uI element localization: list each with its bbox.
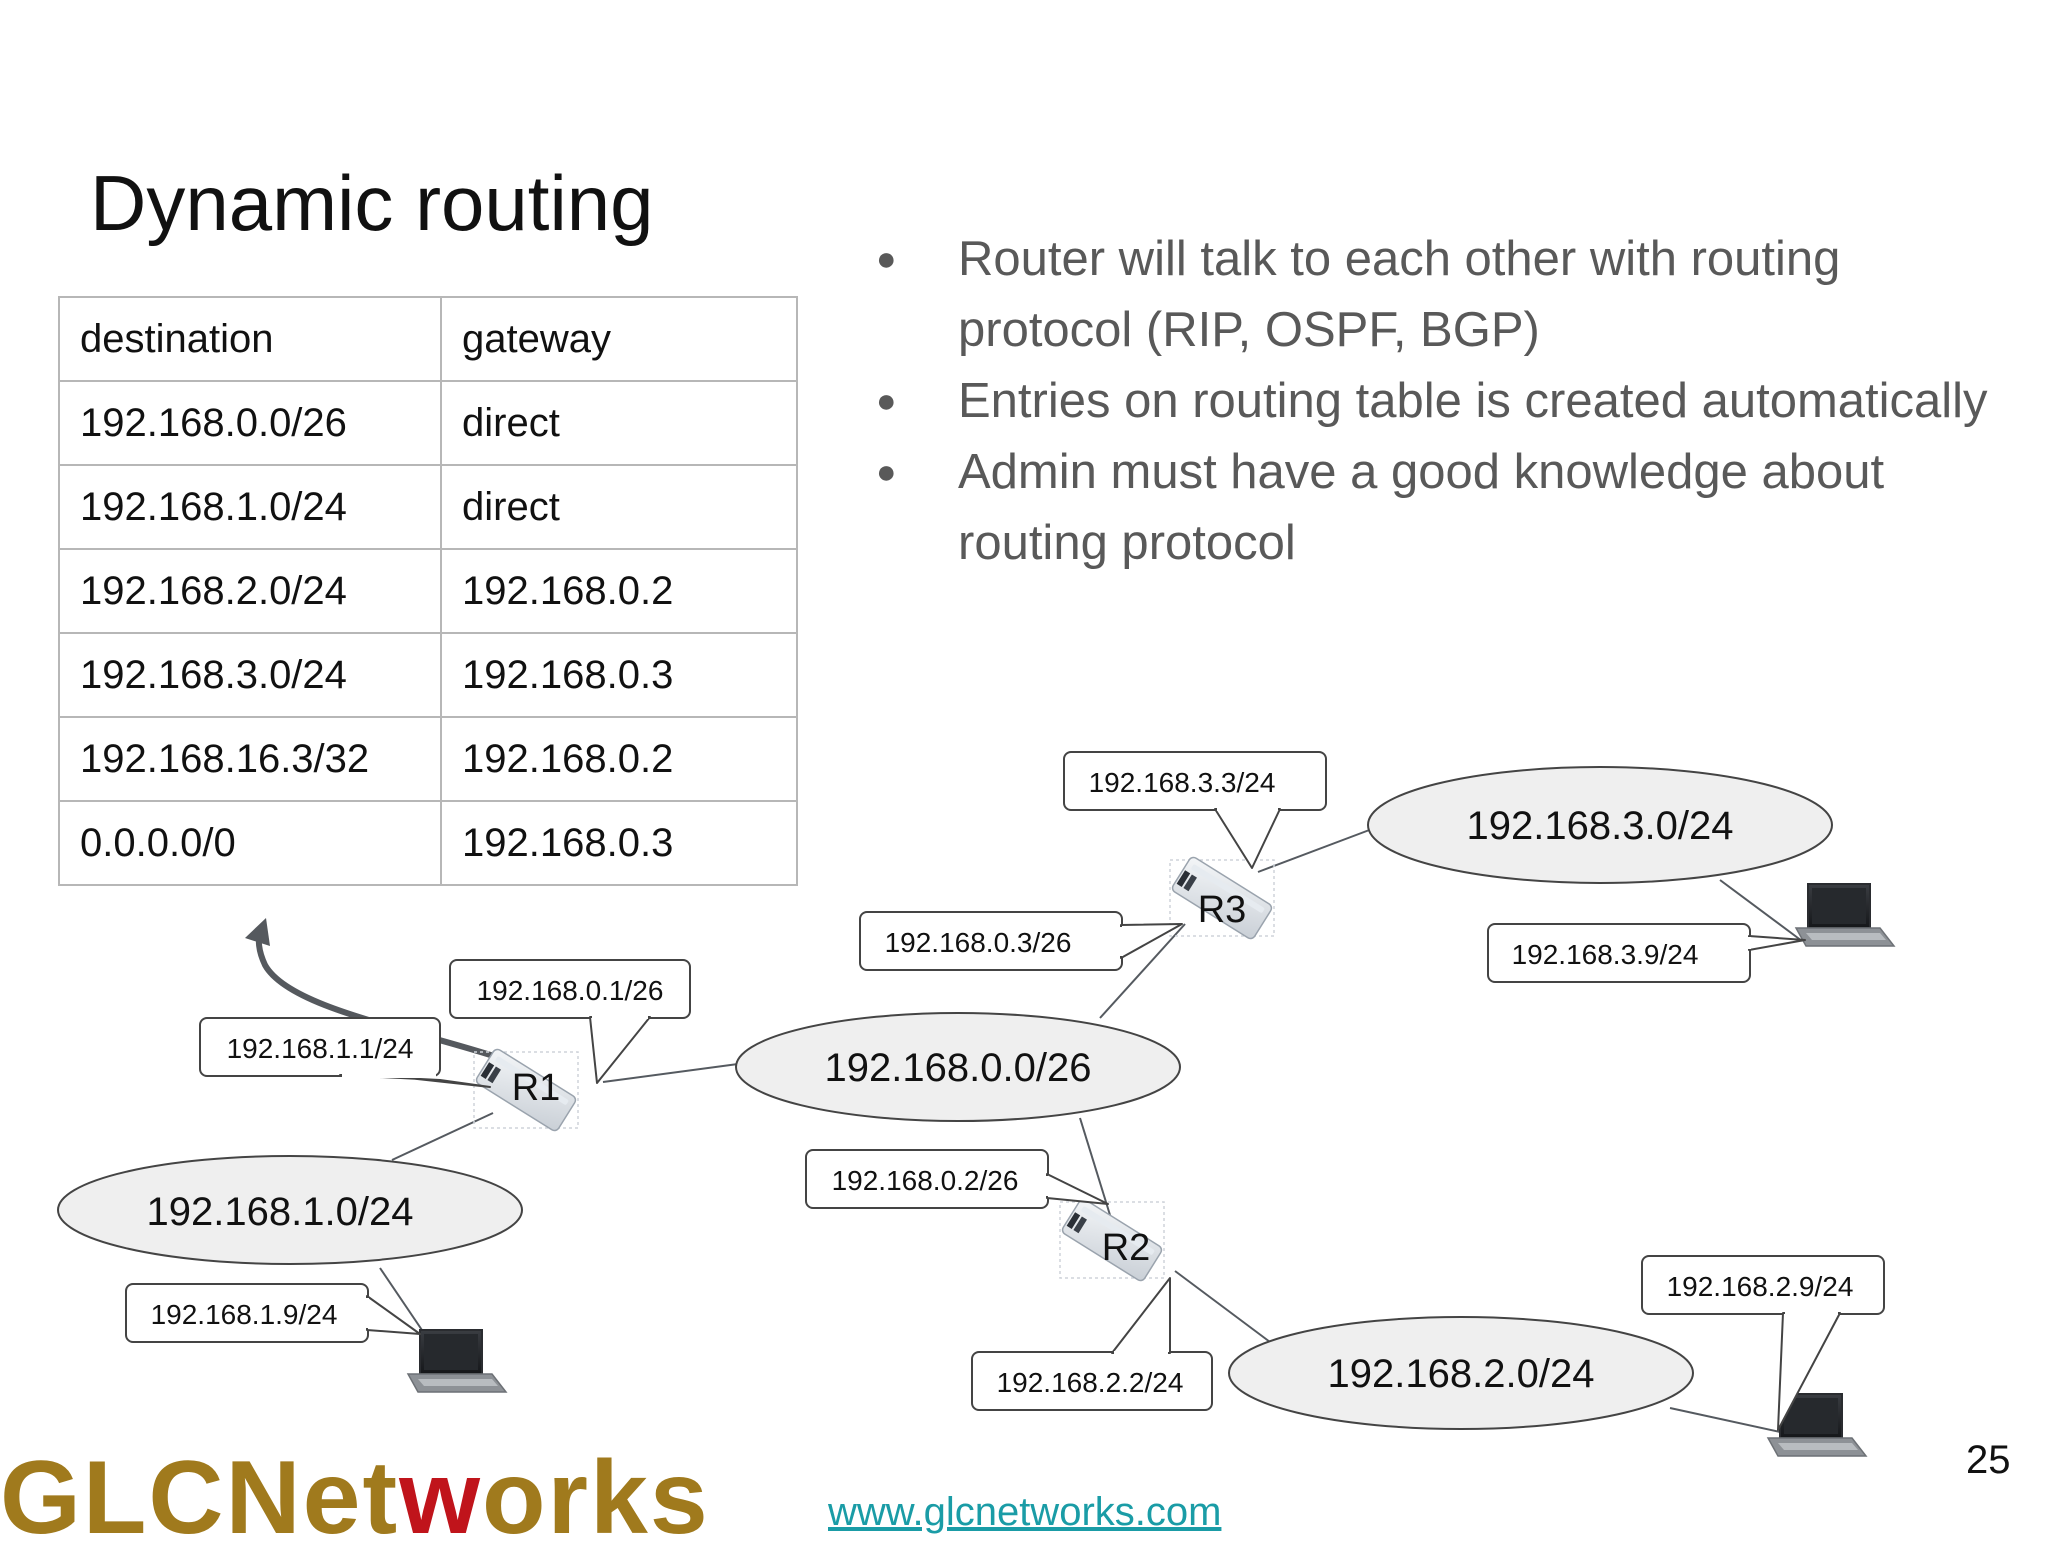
callout-text: 192.168.2.2/24 [997,1367,1184,1398]
network-label: 192.168.2.0/24 [1328,1352,1595,1396]
link-n3-pc3 [1719,879,1803,942]
callout-r2-lan0: 192.168.0.2/26 [805,1149,1109,1209]
bullet-dot-icon: ● [876,240,897,278]
callout-r3-lan0: 192.168.0.3/26 [859,911,1183,971]
callout-text: 192.168.1.1/24 [227,1033,414,1064]
callout-r2-lan2: 192.168.2.2/24 [971,1277,1213,1411]
network-ellipse [735,1012,1181,1122]
bullet-dot-icon: ● [876,453,897,491]
logo-text-w: w [399,1440,483,1556]
callout-text: 192.168.0.3/26 [885,927,1072,958]
cell-destination: 192.168.3.0/24 [58,632,442,718]
laptop-pc3-icon [1795,883,1895,947]
logo-text-end: orks [482,1440,710,1556]
router-r1: R1 [473,1046,579,1134]
table-header-row: destination gateway [58,296,798,382]
header-destination: destination [58,296,442,382]
cell-gateway: 192.168.0.2 [440,716,798,802]
link-n0-r3 [1099,923,1186,1019]
cell-gateway: 192.168.0.2 [440,548,798,634]
logo-text: GLCNet [0,1440,400,1556]
bullet-item: ● Router will talk to each other with ro… [876,224,2006,366]
link-r2-n2 [1174,1270,1271,1343]
callout-pc2: 192.168.2.9/24 [1641,1255,1885,1431]
network-n1: 192.168.1.0/24 [57,1155,523,1265]
network-ellipse [1367,766,1833,884]
router-label: R2 [1102,1227,1151,1269]
network-ellipse [1228,1316,1694,1430]
bullet-list: ● Router will talk to each other with ro… [876,224,2006,579]
network-n0: 192.168.0.0/26 [735,1012,1181,1122]
callout-text: 192.168.0.1/26 [477,975,664,1006]
routing-table: destination gateway 192.168.0.0/26 direc… [58,296,798,886]
glcnetworks-logo: GLCNetworks [0,1446,710,1550]
cell-gateway: 192.168.0.3 [440,800,798,886]
website-link[interactable]: www.glcnetworks.com [828,1490,1222,1534]
table-row: 0.0.0.0/0 192.168.0.3 [58,800,798,886]
table-row: 192.168.2.0/24 192.168.0.2 [58,548,798,634]
cell-destination: 192.168.16.3/32 [58,716,442,802]
network-label: 192.168.3.0/24 [1467,804,1734,848]
bullet-dot-icon: ● [876,382,897,420]
bullet-item: ● Entries on routing table is created au… [876,366,2006,437]
callout-r3-lan3: 192.168.3.3/24 [1063,751,1327,869]
callout-text: 192.168.0.2/26 [832,1165,1019,1196]
link-r3-n3 [1257,825,1381,873]
arrow-r1-to-table [255,927,515,1065]
page-number: 25 [1966,1438,2011,1482]
callout-pc3: 192.168.3.9/24 [1487,923,1806,983]
links [379,825,1803,1433]
arrow-head-icon [245,918,270,946]
bullet-item: ● Admin must have a good knowledge about… [876,437,2006,579]
network-ellipse [57,1155,523,1265]
bullet-text: Router will talk to each other with rout… [958,232,1841,357]
router-label: R3 [1198,889,1247,931]
callout-r1-lan0: 192.168.0.1/26 [449,959,691,1084]
link-n2-pc2 [1669,1407,1781,1433]
laptop-pc1-icon [407,1329,507,1393]
table-row: 192.168.0.0/26 direct [58,380,798,466]
callout-text: 192.168.2.9/24 [1667,1271,1854,1302]
router-r3: R3 [1169,854,1275,942]
callout-text: 192.168.3.9/24 [1512,939,1699,970]
callout-text: 192.168.1.9/24 [151,1299,338,1330]
router-label: R1 [512,1067,561,1109]
network-label: 192.168.1.0/24 [147,1190,414,1234]
bullet-text: Admin must have a good knowledge about r… [958,445,1885,570]
cell-gateway: 192.168.0.3 [440,632,798,718]
network-n3: 192.168.3.0/24 [1367,766,1833,884]
link-r1-n0 [602,1063,739,1083]
network-label: 192.168.0.0/26 [825,1046,1092,1090]
table-row: 192.168.1.0/24 direct [58,464,798,550]
network-n2: 192.168.2.0/24 [1228,1316,1694,1430]
cell-destination: 192.168.2.0/24 [58,548,442,634]
cell-destination: 192.168.1.0/24 [58,464,442,550]
table-row: 192.168.16.3/32 192.168.0.2 [58,716,798,802]
header-gateway: gateway [440,296,798,382]
cell-destination: 192.168.0.0/26 [58,380,442,466]
table-row: 192.168.3.0/24 192.168.0.3 [58,632,798,718]
router-r2: R2 [1059,1196,1165,1284]
callout-pc1: 192.168.1.9/24 [125,1283,421,1343]
callout-r1-lan1: 192.168.1.1/24 [199,1017,491,1088]
bullet-text: Entries on routing table is created auto… [958,374,1988,428]
link-r1-n1 [391,1112,494,1161]
cell-destination: 0.0.0.0/0 [58,800,442,886]
link-n1-pc1 [379,1267,427,1337]
callout-text: 192.168.3.3/24 [1089,767,1276,798]
link-n0-r2 [1079,1117,1111,1216]
cell-gateway: direct [440,464,798,550]
cell-gateway: direct [440,380,798,466]
page-title: Dynamic routing [90,159,654,247]
